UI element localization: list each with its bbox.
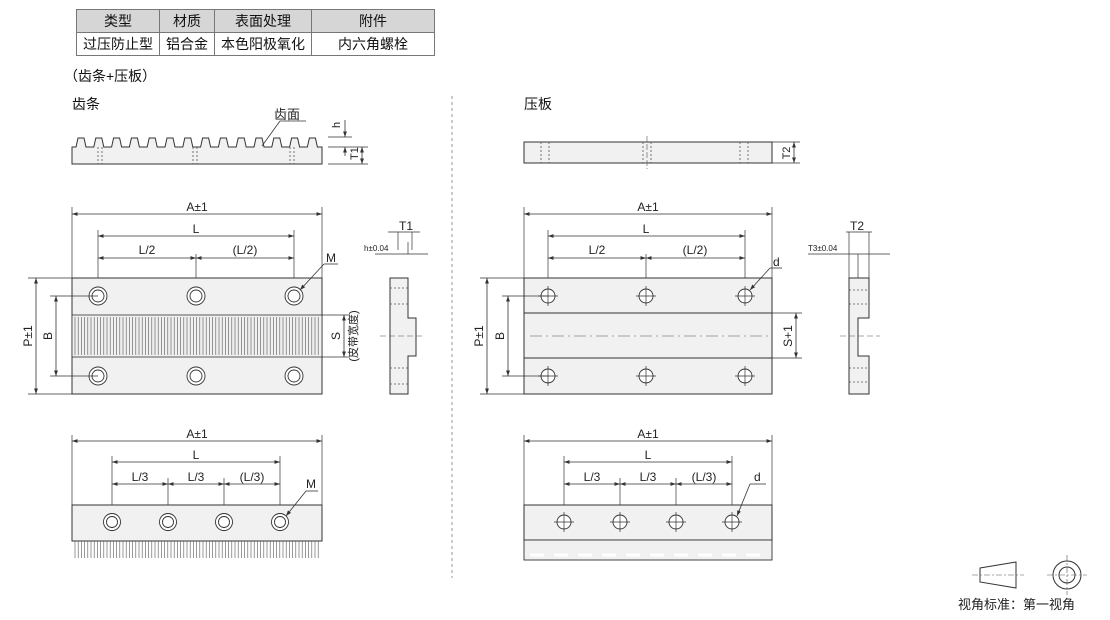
- plate-top-view: [523, 136, 800, 169]
- rack-bottom-dim-l: L: [193, 448, 200, 462]
- spec-cell-material: 铝合金: [159, 32, 215, 56]
- spec-table-row: 过压防止型 铝合金 本色阳极氧化 内六角螺栓: [76, 32, 435, 56]
- plate-bottom-dim-l: L: [645, 448, 652, 462]
- rack-side-view: [375, 231, 428, 395]
- first-angle-projection-icon: [972, 555, 1087, 595]
- plate-bottom-dim-a: A±1: [637, 427, 659, 441]
- plate-bottom-l3-a: L/3: [584, 470, 601, 484]
- spec-cell-accessory: 内六角螺栓: [311, 32, 435, 56]
- rack-bottom-dim-m: M: [306, 477, 316, 491]
- tooth-face-label: 齿面: [274, 107, 300, 122]
- plate-dim-l: L: [643, 222, 650, 236]
- plate-front-view: [480, 207, 802, 395]
- rack-dim-t1: T1: [349, 147, 361, 160]
- spec-table: 类型 材质 表面处理 附件 过压防止型 铝合金 本色阳极氧化 内六角螺栓: [76, 9, 435, 56]
- rack-dim-a: A±1: [186, 200, 208, 214]
- spec-header-accessory: 附件: [311, 9, 435, 33]
- plate-dim-t2: T2: [781, 147, 793, 160]
- plate-dim-a: A±1: [637, 200, 659, 214]
- rack-top-view: [71, 137, 323, 165]
- spec-header-type: 类型: [76, 9, 160, 33]
- projection-label: 视角标准：第一视角: [958, 597, 1075, 612]
- rack-dim-p: P±1: [21, 325, 35, 347]
- plate-side-t2: T2: [850, 219, 864, 233]
- plate-bottom-l3-paren: (L/3): [692, 470, 717, 484]
- rack-front-view: [28, 207, 350, 395]
- plate-bottom-l3-b: L/3: [640, 470, 657, 484]
- rack-bottom-l3-a: L/3: [132, 470, 149, 484]
- rack-bottom-l3-paren: (L/3): [240, 470, 265, 484]
- plate-dim-p: P±1: [472, 325, 486, 347]
- rack-dim-s: S: [329, 332, 343, 340]
- plate-dim-t3-tol: T3±0.04: [808, 244, 838, 253]
- rack-dim-l2: L/2: [139, 243, 156, 257]
- rack-side-t1: T1: [399, 219, 413, 233]
- tooth-face-leader: [261, 120, 281, 147]
- rack-title: 齿条: [72, 96, 100, 112]
- rack-dim-m: M: [326, 251, 336, 265]
- rack-bottom-dim-a: A±1: [186, 427, 208, 441]
- plate-dim-l2: L/2: [589, 243, 606, 257]
- spec-cell-type: 过压防止型: [76, 32, 160, 56]
- plate-title: 压板: [524, 96, 552, 112]
- plate-side-view: [808, 231, 890, 395]
- rack-bottom-l3-b: L/3: [188, 470, 205, 484]
- rack-dim-h-tol: h±0.04: [364, 244, 389, 253]
- section-title: （齿条+压板）: [64, 68, 157, 84]
- rack-bottom-view: [71, 435, 323, 558]
- plate-bottom-view: [523, 435, 773, 561]
- rack-dim-l2-paren: (L/2): [233, 243, 258, 257]
- spec-table-header-row: 类型 材质 表面处理 附件: [76, 9, 435, 33]
- rack-dim-b: B: [41, 332, 55, 340]
- plate-dim-l2-paren: (L/2): [683, 243, 708, 257]
- spec-cell-surface: 本色阳极氧化: [214, 32, 312, 56]
- rack-belt-width-note: (皮带宽度): [346, 310, 360, 361]
- plate-dim-s1: S+1: [781, 325, 795, 347]
- plate-dim-b: B: [493, 332, 507, 340]
- rack-dim-h: h: [331, 122, 343, 128]
- rack-dim-l: L: [193, 222, 200, 236]
- plate-bottom-dim-d: d: [754, 470, 761, 484]
- plate-dim-d: d: [773, 255, 780, 269]
